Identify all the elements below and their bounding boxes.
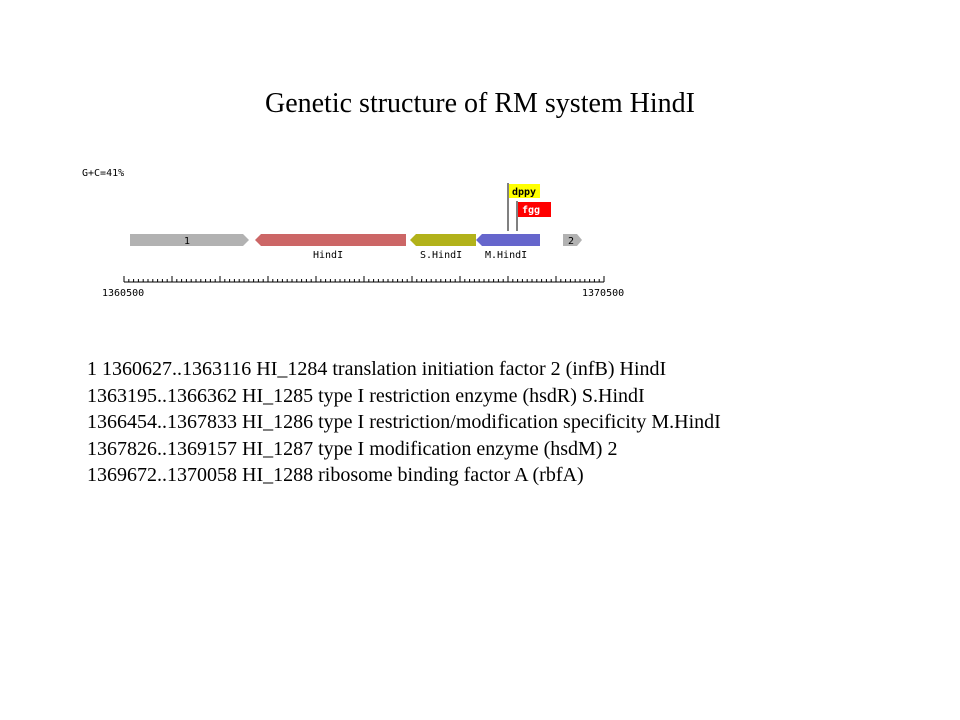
marker-dppy-label: dppy bbox=[512, 187, 536, 198]
listing-line: 1363195..1366362 HI_1285 type I restrict… bbox=[87, 384, 645, 407]
axis-ticks bbox=[123, 276, 605, 282]
axis-end-label: 1370500 bbox=[582, 288, 624, 299]
listing-line: 1 1360627..1363116 HI_1284 translation i… bbox=[87, 358, 667, 380]
gene-s-hindi-label: S.HindI bbox=[420, 250, 462, 261]
marker-dppy-flag bbox=[509, 184, 540, 198]
gene-2-label: 2 bbox=[568, 236, 574, 247]
marker-fgg: fgg bbox=[516, 201, 551, 231]
position-axis: 1360500 1370500 bbox=[102, 276, 624, 299]
gene-hindi-arrow bbox=[255, 234, 406, 246]
listing-line: 1367826..1369157 HI_1287 type I modifica… bbox=[87, 437, 618, 460]
gc-content-label: G+C=41% bbox=[82, 168, 124, 179]
axis-start-label: 1360500 bbox=[102, 288, 144, 299]
listing-line: 1366454..1367833 HI_1286 type I restrict… bbox=[87, 411, 721, 433]
gene-1-label: 1 bbox=[184, 236, 190, 247]
marker-dppy: dppy bbox=[507, 183, 540, 231]
gene-m-hindi-arrow bbox=[476, 234, 540, 246]
gene-hindi-label: HindI bbox=[313, 250, 343, 261]
gene-listing: 1 1360627..1363116 HI_1284 translation i… bbox=[87, 356, 721, 489]
listing-line: 1369672..1370058 HI_1288 ribosome bindin… bbox=[87, 464, 584, 486]
gene-2-arrow bbox=[563, 234, 582, 246]
gene-1-arrow bbox=[130, 234, 249, 246]
gene-m-hindi-label: M.HindI bbox=[485, 250, 527, 261]
marker-fgg-label: fgg bbox=[522, 205, 540, 216]
page-title: Genetic structure of RM system HindI bbox=[264, 88, 696, 119]
marker-fgg-flag bbox=[518, 202, 551, 217]
gene-s-hindi-arrow bbox=[410, 234, 476, 246]
